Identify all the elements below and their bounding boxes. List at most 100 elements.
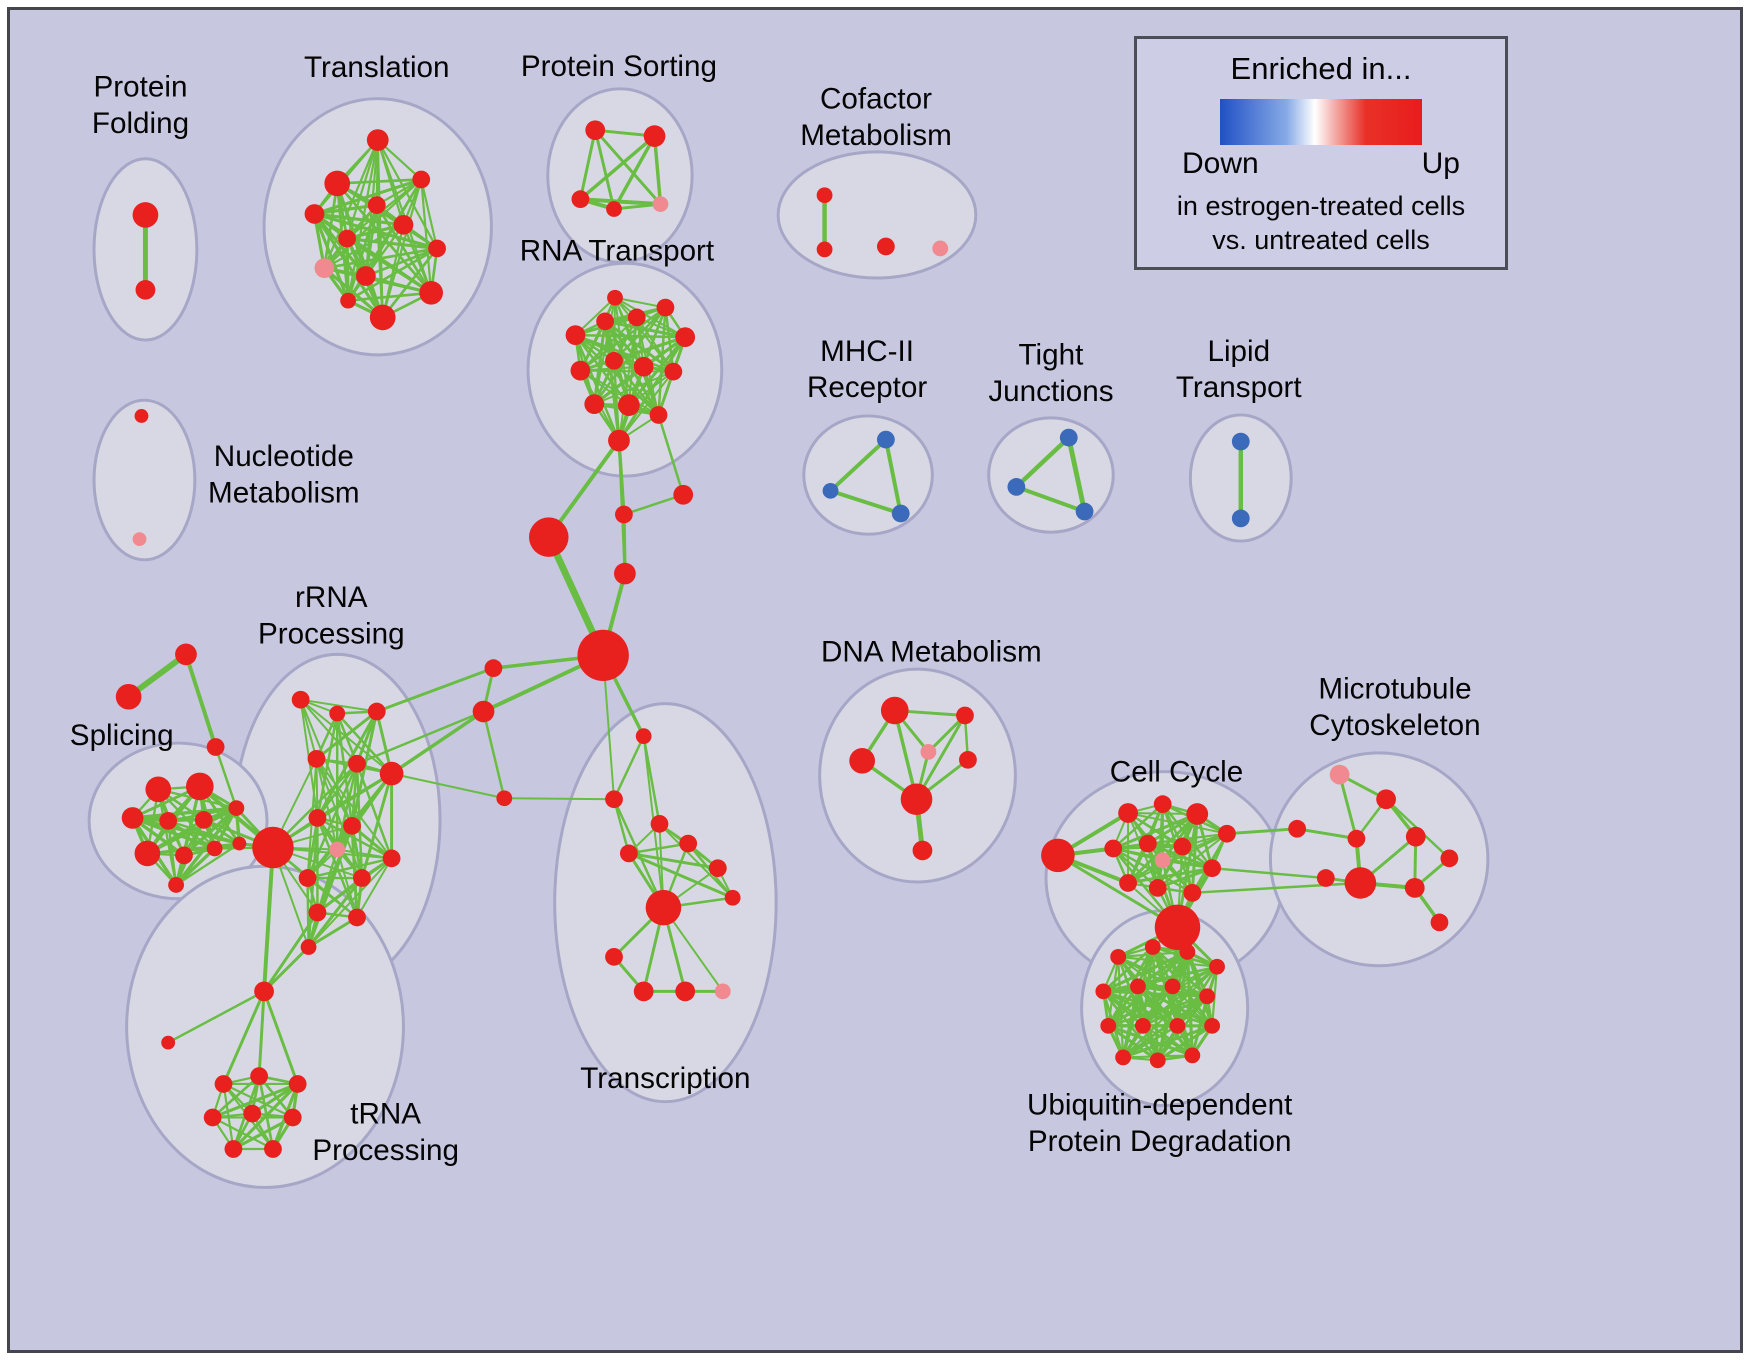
gene-set-node-r5 — [348, 754, 366, 773]
gene-set-node-cc6 — [1138, 834, 1157, 853]
edge-r10-r14 — [306, 876, 359, 919]
gene-set-node-rt12 — [617, 394, 640, 416]
gene-set-node-s10 — [232, 836, 247, 851]
edge-c2-c3 — [622, 493, 685, 516]
gene-set-node-ps3 — [571, 190, 590, 209]
gene-set-node-u7 — [1164, 978, 1181, 995]
edge-t8-t9 — [323, 247, 439, 270]
gene-set-node-d4 — [920, 744, 937, 760]
edge-cc9-m8 — [1210, 866, 1328, 880]
gene-set-node-x8 — [605, 948, 623, 966]
gene-set-node-m6 — [1440, 849, 1459, 868]
gene-set-node-m3 — [1288, 819, 1307, 838]
gene-set-node-rt10 — [664, 362, 683, 381]
gene-set-node-cc11 — [1148, 879, 1167, 897]
gene-set-node-mh2 — [822, 482, 839, 499]
edge-u6-u13 — [1121, 984, 1140, 1059]
gene-set-node-ps4 — [606, 201, 622, 217]
edge-cc4-cc6 — [1146, 832, 1228, 845]
gene-set-node-t13 — [340, 292, 356, 309]
cluster-label-splicing: Splicing — [70, 719, 174, 752]
edge-r9-r14 — [336, 848, 358, 919]
gene-set-node-mhub — [1344, 867, 1377, 899]
gene-set-node-rt13 — [649, 406, 668, 424]
gene-set-node-t5 — [367, 196, 386, 214]
edge-c7-r6 — [390, 772, 506, 800]
edge-u8-u10 — [1141, 994, 1209, 1028]
edge-tj1-tj3 — [1066, 435, 1088, 514]
edge-ps3-ps5 — [578, 197, 663, 207]
gene-set-node-k6 — [283, 1108, 302, 1127]
edge-r10-r12 — [306, 857, 393, 880]
edge-rt4-rt7 — [579, 316, 638, 372]
gene-set-node-ps5 — [652, 196, 669, 212]
gene-set-node-u8 — [1199, 988, 1216, 1005]
edge-x1-x2 — [612, 734, 645, 801]
gene-set-node-r2 — [329, 705, 346, 722]
edge-t3-t4 — [312, 177, 423, 216]
edge-t7-t9 — [323, 223, 405, 270]
gene-set-node-fb — [115, 683, 142, 710]
edge-fc-s6 — [214, 745, 238, 810]
edge-mh2-mh3 — [828, 488, 903, 516]
gene-set-node-c3 — [673, 484, 694, 505]
edge-t7-t12 — [381, 223, 405, 319]
gene-set-node-cbig — [577, 629, 629, 681]
gene-set-node-pf2 — [135, 279, 156, 300]
gene-set-node-fc — [206, 738, 225, 756]
edge-cc9-cc11 — [1156, 866, 1214, 890]
edge-ps1-ps5 — [593, 128, 662, 206]
gene-set-node-rt14 — [608, 429, 630, 452]
gene-set-node-rt3 — [596, 312, 615, 331]
edge-r1-r3 — [299, 698, 378, 713]
gene-set-node-m1 — [1329, 764, 1350, 785]
gene-set-node-t1 — [366, 129, 389, 151]
edge-t4-t12 — [381, 178, 423, 319]
gene-set-node-t2 — [324, 170, 351, 197]
gene-set-node-lt1 — [1231, 432, 1250, 451]
edge-m1-m4 — [1338, 773, 1358, 841]
edge-rt5-rt13 — [657, 306, 667, 417]
gene-set-node-tl — [161, 1035, 176, 1050]
edge-r12-r13 — [316, 857, 393, 914]
gene-set-node-cc4 — [1218, 824, 1236, 843]
cluster-label-translation: Translation — [304, 51, 450, 84]
legend-subtitle-line1: in estrogen-treated cells — [1176, 191, 1466, 221]
gene-set-node-cm3 — [876, 237, 895, 256]
gene-set-node-u10 — [1134, 1017, 1151, 1034]
gene-set-node-r1 — [291, 690, 310, 709]
gene-set-node-t7 — [393, 214, 414, 235]
gene-set-node-xhub — [645, 889, 682, 926]
gene-set-node-r4 — [307, 749, 326, 768]
gene-set-node-cm1 — [816, 187, 833, 204]
edge-t8-t13 — [346, 247, 439, 302]
gene-set-node-lt2 — [1231, 509, 1250, 528]
cluster-label-dna-metabolism: DNA Metabolism — [821, 635, 1042, 668]
gene-set-node-r15 — [300, 939, 317, 955]
gene-set-node-cc1 — [1118, 803, 1138, 823]
gene-set-node-s3 — [121, 807, 144, 829]
edge-r6-r11 — [360, 772, 394, 880]
gene-set-node-rt6 — [675, 327, 696, 347]
edge-r15-thub — [262, 945, 311, 993]
gene-set-node-rt4 — [627, 308, 646, 327]
gene-set-node-r6 — [379, 761, 404, 786]
edge-mh1-mh2 — [828, 437, 888, 493]
edge-u8-u9 — [1106, 994, 1209, 1028]
edge-thub-k3 — [262, 989, 300, 1086]
edge-r1-r4 — [299, 698, 318, 760]
edge-c6-r5 — [355, 710, 485, 765]
edge-rt6-rt8 — [612, 335, 687, 363]
edge-x3-x7 — [658, 822, 734, 899]
gene-set-node-d6 — [912, 840, 933, 861]
edge-r5-r12 — [355, 762, 393, 860]
gene-set-node-cm2 — [816, 241, 833, 258]
edge-r9-r12 — [336, 848, 393, 860]
